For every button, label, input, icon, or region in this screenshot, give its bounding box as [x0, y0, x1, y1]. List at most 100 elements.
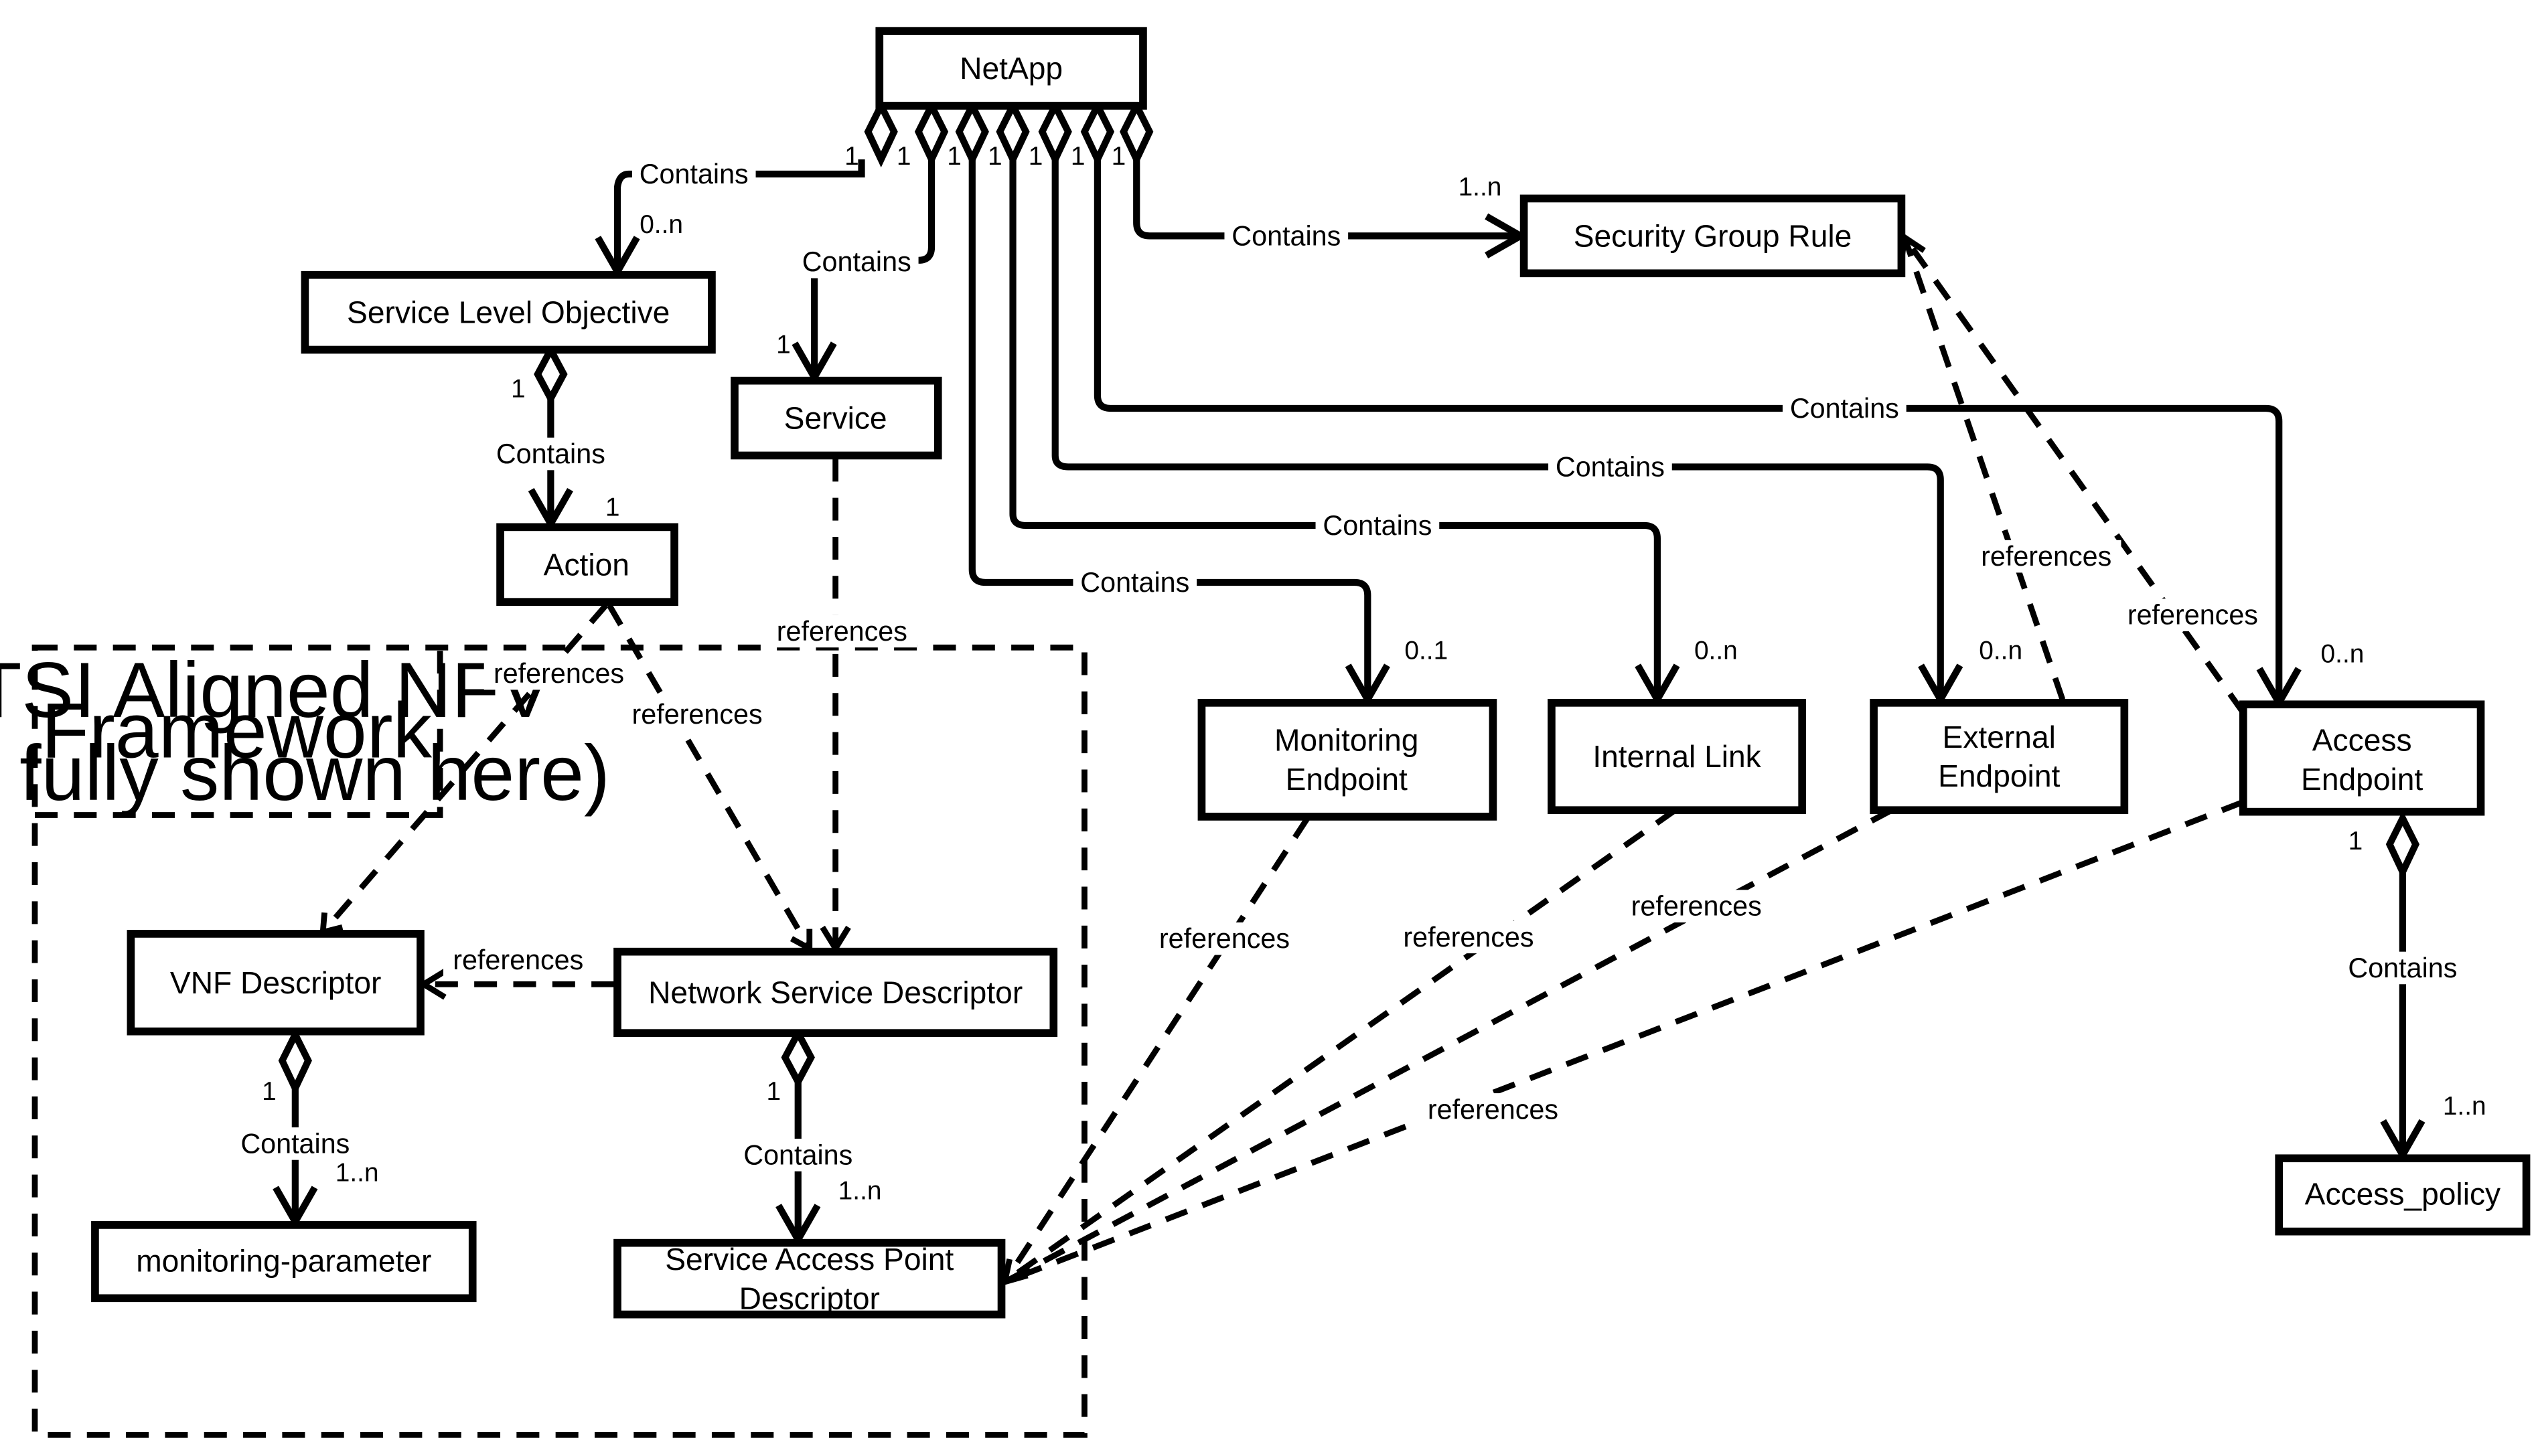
- mult-netapp-internal-src: 1: [988, 142, 1002, 171]
- ref-access-endpoint-sgr: [1902, 236, 2246, 714]
- node-vnfd-label: VNF Descriptor: [170, 965, 381, 1000]
- label-netapp-sgr: Contains: [1231, 220, 1341, 251]
- framework-outer-frame: [31, 644, 1088, 1438]
- mult-slo-tgt: 0..n: [640, 210, 683, 239]
- node-access-policy[interactable]: Access_policy: [2275, 1154, 2531, 1236]
- diamond-vnfd: [278, 1027, 312, 1097]
- mult-monitoring-endpoint-tgt: 0..1: [1404, 637, 1448, 665]
- mult-netapp-sgr-src: 1: [1112, 142, 1126, 171]
- node-monitoring-parameter[interactable]: monitoring-parameter: [91, 1221, 477, 1303]
- node-action[interactable]: Action: [496, 523, 678, 606]
- mult-sgr-tgt: 1..n: [1459, 173, 1502, 201]
- label-nsd-vnfd: references: [453, 945, 583, 975]
- node-service-access-point-descriptor[interactable]: Service Access Point Descriptor: [613, 1238, 1006, 1319]
- node-monitoring-parameter-label: monitoring-parameter: [136, 1243, 431, 1278]
- node-access-endpoint[interactable]: Access Endpoint: [2239, 700, 2485, 816]
- label-netapp-access-endpoint: Contains: [1790, 393, 1899, 424]
- edge-labels: Contains Contains Contains Contains Cont…: [233, 157, 2465, 1171]
- diamond-slo-action: [534, 342, 568, 406]
- mult-access-policy-tgt: 1..n: [2443, 1092, 2486, 1121]
- node-sapd-label-2: Descriptor: [739, 1281, 880, 1315]
- node-nsd-label: Network Service Descriptor: [648, 975, 1023, 1009]
- node-security-group-rule[interactable]: Security Group Rule: [1519, 194, 1906, 278]
- node-sapd-label-1: Service Access Point: [665, 1242, 954, 1277]
- arrowhead-ref-nsd-from-action: [790, 928, 813, 954]
- label-vnfd-monitoring-parameter: Contains: [240, 1128, 350, 1159]
- label-service-nsd: references: [777, 616, 907, 647]
- framework-title-line-3: (not fully shown here): [0, 729, 610, 817]
- node-action-label: Action: [544, 547, 629, 582]
- etsi-framework-frame: ETSI Aligned NFV Framework (not fully sh…: [0, 644, 1088, 1438]
- mult-netapp-slo-src: 1: [844, 142, 859, 171]
- diamond-netapp-slo: [864, 98, 898, 168]
- node-access-policy-label: Access_policy: [2305, 1177, 2500, 1212]
- diamond-netapp-monitoring: [955, 98, 989, 168]
- edge-netapp-slo: [613, 159, 865, 272]
- node-service-level-objective[interactable]: Service Level Objective: [301, 270, 716, 354]
- framework-title-compartment: [35, 647, 443, 818]
- node-netapp-label: NetApp: [960, 51, 1063, 86]
- ref-internal-link-sapd: [1002, 807, 1677, 1285]
- diamond-netapp-service: [914, 98, 949, 168]
- node-monitoring-endpoint-label-1: Monitoring: [1274, 723, 1419, 758]
- node-external-endpoint[interactable]: External Endpoint: [1870, 699, 2129, 815]
- mult-sapd-tgt: 1..n: [838, 1176, 882, 1205]
- label-access-endpoint-policy: Contains: [2348, 953, 2457, 983]
- diamond-netapp-sgr: [1120, 98, 1154, 168]
- node-netapp[interactable]: NetApp: [875, 27, 1147, 110]
- mult-nsd-src: 1: [766, 1077, 781, 1106]
- mult-vnfd-src: 1: [262, 1077, 277, 1106]
- node-network-service-descriptor[interactable]: Network Service Descriptor: [613, 947, 1058, 1037]
- mult-access-endpoint-src: 1: [2348, 827, 2363, 856]
- node-sgr-label: Security Group Rule: [1574, 218, 1852, 253]
- label-access-endpoint-sapd: references: [1428, 1094, 1558, 1125]
- edge-netapp-external-endpoint: [1051, 159, 1944, 700]
- mult-monitoring-parameter-tgt: 1..n: [335, 1159, 379, 1188]
- framework-title-line-1: ETSI Aligned NFV: [0, 646, 551, 734]
- ref-monitoring-endpoint-sapd: [1002, 816, 1311, 1284]
- label-netapp-slo: Contains: [640, 159, 749, 189]
- diamond-nsd: [781, 1026, 815, 1089]
- label-netapp-service: Contains: [802, 246, 911, 277]
- diamond-access-endpoint: [2385, 810, 2420, 880]
- mult-external-endpoint-tgt: 0..n: [1979, 637, 2022, 665]
- node-monitoring-endpoint-label-2: Endpoint: [1286, 762, 1408, 797]
- reference-edges: [320, 236, 2246, 1285]
- diamond-netapp-access: [1080, 98, 1115, 168]
- composition-diamonds: [278, 98, 2420, 1097]
- class-nodes: NetApp Service Level Objective Service A…: [91, 27, 2531, 1319]
- mult-internal-link-tgt: 0..n: [1694, 637, 1738, 665]
- ref-external-endpoint-sgr: [1902, 236, 2066, 701]
- label-monitoring-endpoint-sapd: references: [1159, 923, 1290, 954]
- diamond-netapp-internal: [996, 98, 1030, 168]
- ref-external-endpoint-sapd: [1003, 807, 1893, 1285]
- label-netapp-monitoring-endpoint: Contains: [1080, 567, 1189, 598]
- ref-access-endpoint-sapd: [1003, 799, 2245, 1285]
- node-service-label: Service: [784, 401, 887, 436]
- label-external-endpoint-sgr: references: [1981, 541, 2111, 572]
- node-access-endpoint-label-2: Endpoint: [2301, 762, 2423, 797]
- node-internal-link-label: Internal Link: [1592, 739, 1761, 774]
- label-external-endpoint-sapd: references: [1631, 891, 1762, 922]
- label-access-endpoint-sgr: references: [2127, 600, 2258, 631]
- node-vnf-descriptor[interactable]: VNF Descriptor: [127, 930, 425, 1036]
- node-external-endpoint-label-2: Endpoint: [1938, 758, 2060, 793]
- node-internal-link[interactable]: Internal Link: [1548, 699, 1806, 815]
- node-monitoring-endpoint[interactable]: Monitoring Endpoint: [1197, 699, 1497, 821]
- node-slo-label: Service Level Objective: [347, 295, 670, 330]
- node-service[interactable]: Service: [731, 376, 942, 460]
- ref-action-vnfd: [320, 603, 609, 935]
- edge-netapp-sgr: [1133, 159, 1521, 240]
- mult-netapp-access-src: 1: [1071, 142, 1086, 171]
- node-external-endpoint-label-1: External: [1943, 720, 2056, 754]
- mult-netapp-service-src: 1: [897, 142, 911, 171]
- mult-netapp-monitoring-src: 1: [947, 142, 962, 171]
- label-action-vnfd: references: [494, 658, 624, 689]
- framework-title-line-2: Framework: [42, 687, 433, 775]
- label-netapp-internal-link: Contains: [1323, 510, 1432, 541]
- mult-access-endpoint-tgt: 0..n: [2321, 639, 2365, 668]
- edge-netapp-access-endpoint: [1094, 159, 2283, 703]
- label-nsd-sapd: Contains: [743, 1139, 852, 1170]
